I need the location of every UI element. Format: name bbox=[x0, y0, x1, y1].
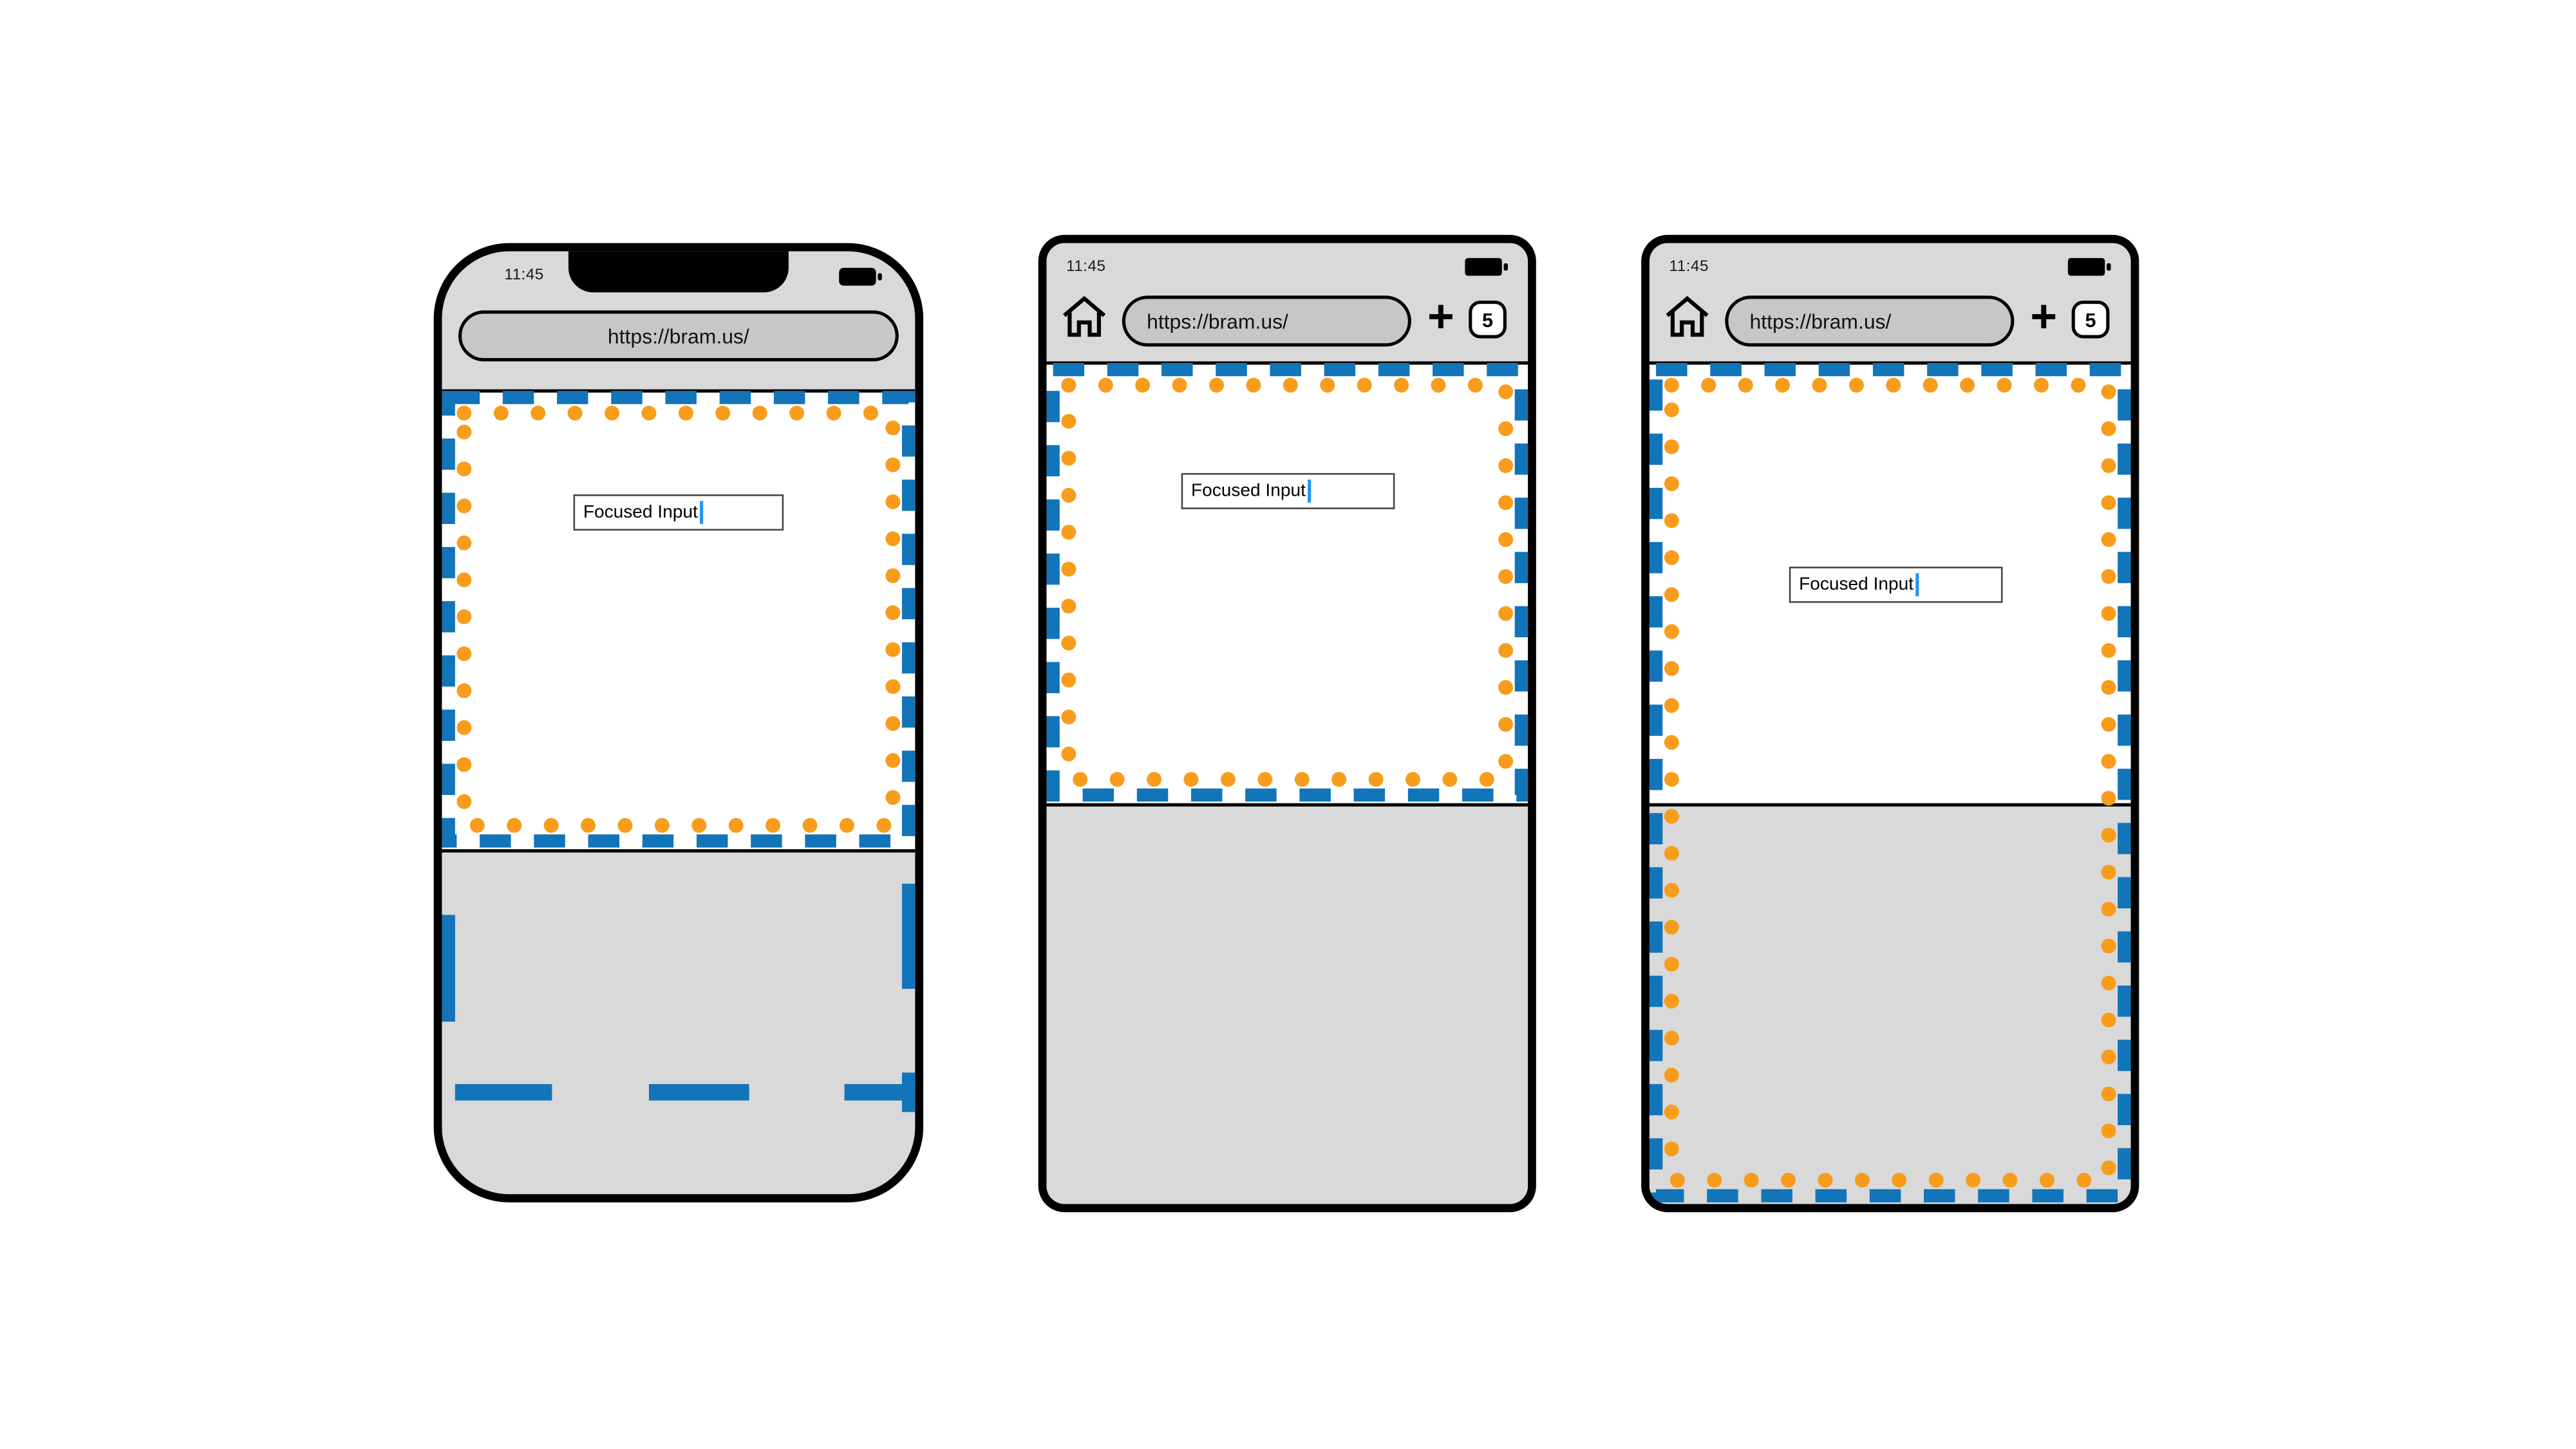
virtual-keyboard-area bbox=[1649, 803, 2131, 1204]
status-time: 11:45 bbox=[504, 266, 544, 285]
url-bar[interactable]: https://bram.us/ bbox=[1122, 295, 1411, 347]
page-area: Focused Input bbox=[1649, 361, 2131, 803]
plus-icon[interactable]: + bbox=[1427, 290, 1454, 342]
url-bar[interactable]: https://bram.us/ bbox=[1725, 295, 2015, 347]
text-caret-icon bbox=[1307, 480, 1311, 503]
virtual-keyboard-area bbox=[1046, 803, 1528, 1204]
status-time: 11:45 bbox=[1066, 257, 1106, 276]
url-text: https://bram.us/ bbox=[1147, 309, 1288, 333]
phone-android-2: 11:45 https://bram.us/ + 5 Focused Input bbox=[1641, 234, 2139, 1213]
tab-counter-box[interactable]: 5 bbox=[1469, 300, 1507, 339]
notch bbox=[568, 251, 789, 293]
battery-icon bbox=[2067, 257, 2111, 276]
tab-counter-box[interactable]: 5 bbox=[2071, 300, 2110, 339]
url-text: https://bram.us/ bbox=[1749, 309, 1892, 333]
url-text: https://bram.us/ bbox=[607, 324, 749, 348]
focused-input[interactable]: Focused Input bbox=[573, 494, 784, 531]
visual-viewport: Focused Input bbox=[442, 389, 916, 850]
tab-count: 5 bbox=[2085, 308, 2096, 332]
layout-viewport-dash bbox=[442, 915, 455, 1022]
layout-viewport-dash bbox=[844, 1084, 916, 1101]
plus-icon[interactable]: + bbox=[2030, 290, 2058, 342]
focused-input-value: Focused Input bbox=[1190, 481, 1306, 501]
phone-android-1: 11:45 https://bram.us/ + 5 Focused Input bbox=[1038, 234, 1536, 1213]
focused-input[interactable]: Focused Input bbox=[1789, 566, 2003, 603]
battery-icon bbox=[839, 268, 882, 286]
url-bar[interactable]: https://bram.us/ bbox=[458, 310, 899, 362]
home-icon[interactable] bbox=[1662, 292, 1712, 342]
focused-input-value: Focused Input bbox=[583, 502, 698, 523]
battery-icon bbox=[1465, 257, 1509, 276]
virtual-keyboard-area bbox=[442, 849, 916, 1195]
focused-input[interactable]: Focused Input bbox=[1181, 472, 1395, 510]
home-icon[interactable] bbox=[1060, 292, 1109, 342]
focused-input-value: Focused Input bbox=[1799, 575, 1914, 595]
visual-viewport: Focused Input bbox=[1046, 361, 1528, 803]
tab-count: 5 bbox=[1482, 308, 1494, 332]
phone-iphone: 11:45 https://bram.us/ Focused Input bbox=[433, 243, 924, 1202]
layout-viewport-dash bbox=[901, 883, 916, 989]
layout-viewport-dash bbox=[648, 1084, 749, 1101]
layout-viewport-dash bbox=[455, 1084, 552, 1101]
status-time: 11:45 bbox=[1669, 257, 1709, 276]
text-caret-icon bbox=[1915, 573, 1919, 597]
text-caret-icon bbox=[699, 501, 703, 524]
